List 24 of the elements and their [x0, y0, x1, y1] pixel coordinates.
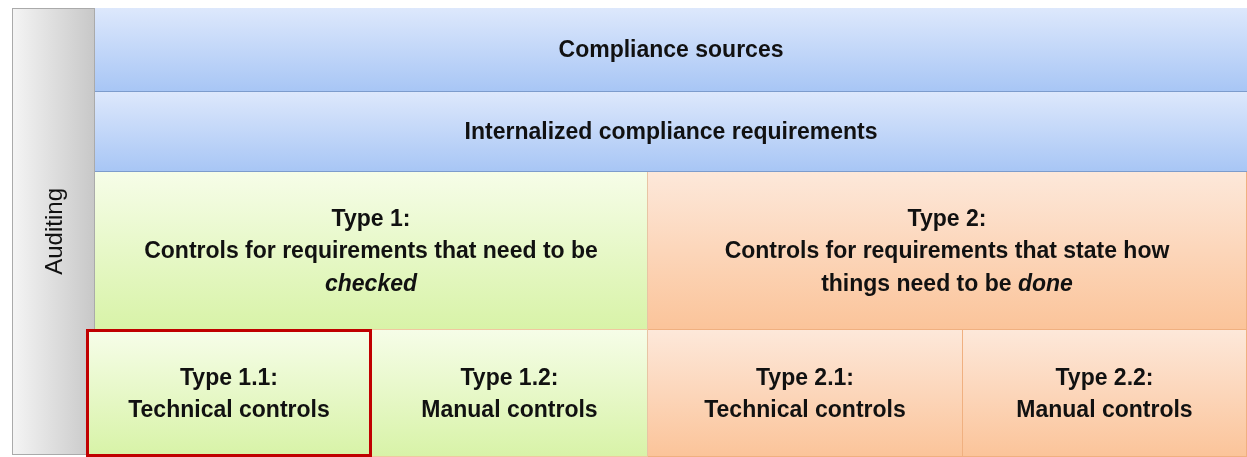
description: Technical controls — [128, 395, 330, 424]
band-label: Auditing — [38, 188, 68, 275]
subcategory-box — [372, 330, 648, 457]
subcategory-box — [648, 330, 963, 457]
description: Controls for requirements that need to be checked — [143, 236, 599, 298]
heading: Type 1.1: — [180, 362, 278, 392]
header-band — [95, 92, 1247, 172]
heading: Type 1.2: — [460, 362, 559, 392]
heading: Type 2: — [907, 204, 987, 234]
category-box — [95, 172, 648, 330]
description: Controls for requirements that state how things need to be done — [723, 236, 1171, 298]
highlighted-box — [86, 329, 372, 457]
heading: Type 2.1: — [756, 362, 854, 392]
side-band — [12, 8, 95, 455]
description: Manual controls — [421, 395, 598, 424]
heading: Type 1: — [331, 204, 411, 234]
band-label: Internalized compliance requirements — [464, 117, 878, 147]
subcategory-box — [963, 330, 1247, 457]
header-band — [95, 8, 1247, 92]
description: Technical controls — [704, 395, 906, 424]
heading: Type 2.2: — [1055, 362, 1154, 392]
band-label: Compliance sources — [558, 35, 784, 65]
description: Manual controls — [1016, 395, 1193, 424]
category-box — [648, 172, 1247, 330]
